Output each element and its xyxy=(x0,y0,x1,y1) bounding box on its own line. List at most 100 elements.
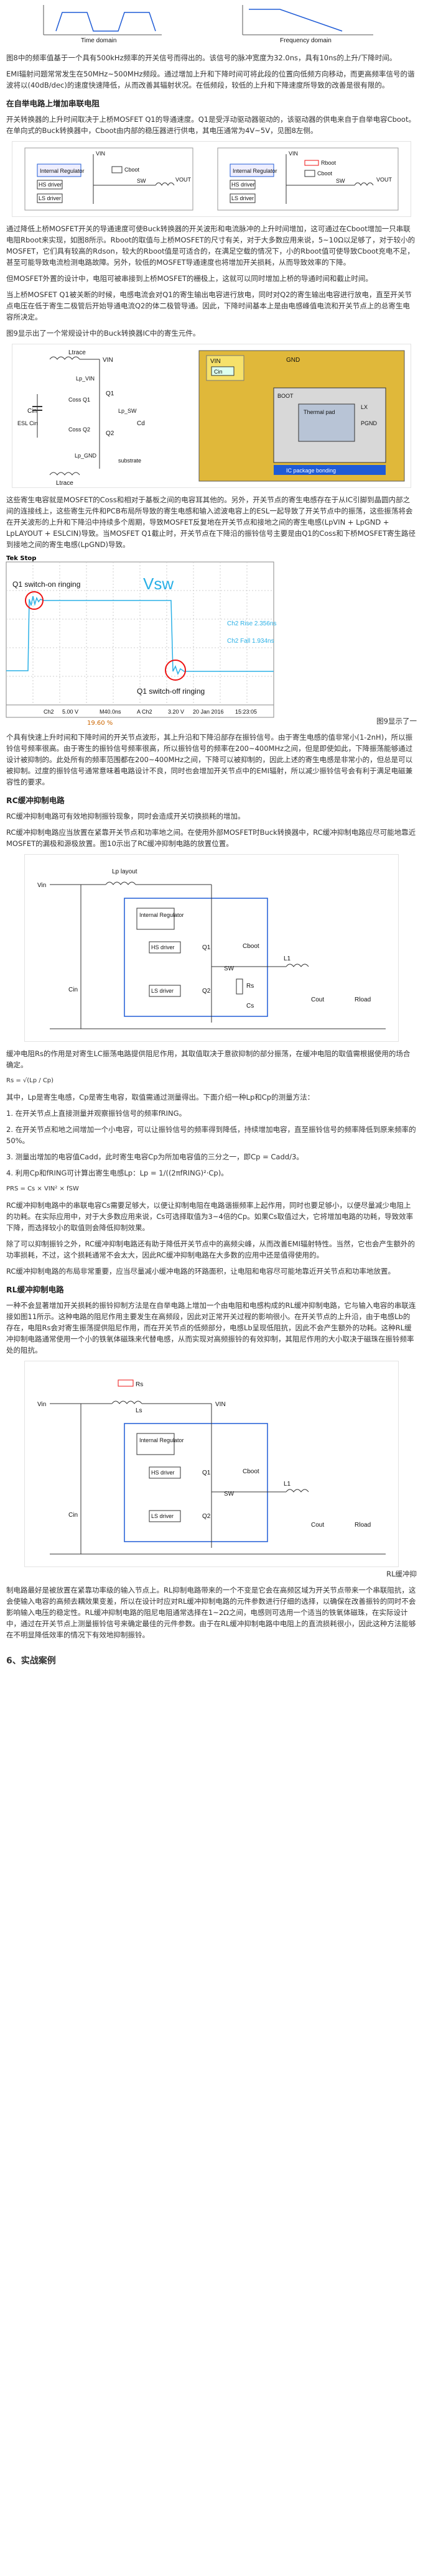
svg-text:Cin: Cin xyxy=(68,1512,78,1519)
svg-text:VIN: VIN xyxy=(215,1401,226,1408)
list-item: 2. 在开关节点和地之间增加一个小电容，可以让振铃信号的频率得到降低，持续增加电… xyxy=(6,1125,416,1145)
paragraph: RC缓冲抑制电路应当放置在紧靠开关节点和功率地之间。在使用外部MOSFET时Bu… xyxy=(6,828,416,848)
paragraph: 这些寄生电容就是MOSFET的Coss和相对于基板之间的电容耳其他的。另外，开关… xyxy=(6,495,416,549)
svg-text:Vin: Vin xyxy=(37,1401,46,1408)
paragraph: 当上桥MOSFET Q1被关断的时候，电感电流会对Q1的寄生输出电容进行放电，同… xyxy=(6,290,412,321)
svg-text:Q1: Q1 xyxy=(202,1470,211,1476)
svg-text:BOOT: BOOT xyxy=(277,393,294,399)
paragraph: 通过降低上桥MOSFET开关的导通速度可使Buck转换器的开关波形和电流脉冲的上… xyxy=(6,224,416,267)
svg-text:Rs: Rs xyxy=(136,1381,143,1388)
svg-text:Internal Regulator: Internal Regulator xyxy=(139,912,184,918)
paragraph: 开关转换器的上升时间取决于上桥MOSFET Q1的导通速度。Q1是受浮动驱动器驱… xyxy=(6,115,416,135)
svg-text:Cout: Cout xyxy=(311,1522,324,1529)
svg-text:Q2: Q2 xyxy=(106,430,114,437)
list-item: 4. 利用Cp和fRING可计算出寄生电感Lp：Lp = 1/((2πfRING… xyxy=(6,1169,228,1177)
paragraph: 除了可以抑制振铃之外，RC缓冲抑制电路还有助于降低开关节点中的高频尖峰，从而改善… xyxy=(6,1240,416,1259)
svg-text:Cboot: Cboot xyxy=(124,167,140,173)
formula-rs: Rs = √(Lp / Cp) xyxy=(6,1077,54,1084)
svg-text:VIN: VIN xyxy=(96,150,105,157)
time-frequency-figure: Time domain Frequency domain xyxy=(43,5,373,44)
svg-text:Cs: Cs xyxy=(246,1003,254,1010)
rise-readout: Ch2 Rise 2.356ns xyxy=(227,620,277,627)
svg-text:Cboot: Cboot xyxy=(243,943,259,950)
paragraph: 一种不会显著增加开关损耗的振铃抑制方法是在自举电路上增加一个由电阻和电感构成的R… xyxy=(6,1301,416,1355)
paragraph: 但MOSFET外置的设计中，电阻可被串接到上桥MOSFET的栅极上，这就可以同时… xyxy=(6,274,373,283)
section-heading: RC缓冲抑制电路 xyxy=(6,796,65,805)
rc-snubber-figure: Vin Lp layout Internal Regulator HS driv… xyxy=(24,854,399,1042)
svg-text:VIN: VIN xyxy=(103,357,113,364)
scope-percent: 19.60 % xyxy=(87,720,113,727)
svg-text:Ls: Ls xyxy=(136,1407,142,1414)
svg-text:Rs: Rs xyxy=(246,983,254,990)
svg-text:Q1: Q1 xyxy=(202,944,211,951)
svg-text:VOUT: VOUT xyxy=(376,177,393,183)
svg-text:HS driver: HS driver xyxy=(39,182,62,188)
svg-text:VIN: VIN xyxy=(210,358,221,365)
svg-text:SW: SW xyxy=(137,178,146,184)
time-domain-label: Time domain xyxy=(81,37,116,44)
rl-snubber-figure: Vin Rs Ls VIN Internal Regulator HS driv… xyxy=(24,1361,399,1567)
svg-text:IC package bonding: IC package bonding xyxy=(286,467,336,474)
svg-text:Internal Regulator: Internal Regulator xyxy=(139,1437,184,1443)
svg-text:PGND: PGND xyxy=(361,420,378,426)
svg-text:SW: SW xyxy=(336,178,345,184)
list-item: 3. 测量出增加的电容值Cadd，此时寄生电容Cp为所加电容值的三分之一，即Cp… xyxy=(6,1152,304,1161)
boot-circuit-left: Internal Regulator HS driver LS driver V… xyxy=(24,147,193,211)
paragraph: RC缓冲抑制电路可有效地抑制振铃现象，同时会造成开关切换损耗的增加。 xyxy=(6,812,245,821)
svg-text:M40.0ns: M40.0ns xyxy=(100,709,121,715)
formula-power: PRS = Cs × VIN² × fSW xyxy=(6,1185,79,1192)
paragraph: 图8中的频率值基于一个具有500kHz频率的开关信号而得出的。该信号的脉冲宽度为… xyxy=(6,53,397,62)
svg-text:3.20 V: 3.20 V xyxy=(168,709,184,715)
svg-text:Rboot: Rboot xyxy=(321,160,337,166)
svg-text:Rload: Rload xyxy=(355,1522,371,1529)
section-title: 6、实战案例 xyxy=(6,1656,56,1666)
section-heading: 在自举电路上增加串联电阻 xyxy=(6,99,100,108)
svg-text:GND: GND xyxy=(286,357,300,364)
svg-text:Vin: Vin xyxy=(37,882,46,889)
switch-on-label: Q1 switch-on ringing xyxy=(12,580,80,589)
svg-text:Q2: Q2 xyxy=(202,1513,211,1520)
section-heading: RL缓冲抑制电路 xyxy=(6,1285,64,1294)
article: Time domain Frequency domain 图8中的频率值基于一个… xyxy=(6,0,417,1667)
scope-figure: Tek Stop Q1 switch-on ringing Vsw Ch2 Ri… xyxy=(6,555,277,727)
svg-text:Coss Q1: Coss Q1 xyxy=(68,397,90,403)
svg-text:VOUT: VOUT xyxy=(175,177,192,183)
svg-text:SW: SW xyxy=(224,1491,235,1497)
svg-text:LS driver: LS driver xyxy=(231,195,254,201)
svg-text:Ltrace: Ltrace xyxy=(68,349,86,356)
svg-text:Lp layout: Lp layout xyxy=(112,868,137,875)
svg-text:Cin: Cin xyxy=(27,408,37,415)
svg-text:HS driver: HS driver xyxy=(151,1470,175,1476)
scope-screen: Q1 switch-on ringing Vsw Ch2 Rise 2.356n… xyxy=(6,561,277,718)
svg-text:20 Jan 2016: 20 Jan 2016 xyxy=(193,709,224,715)
paragraph: 缓冲电阻Rs的作用是对寄生LC振荡电路提供阻尼作用，其取值取决于意欲抑制的部分振… xyxy=(6,1049,411,1069)
paragraph: RL缓冲抑 xyxy=(386,1570,417,1578)
svg-text:HS driver: HS driver xyxy=(151,944,175,950)
svg-text:L1: L1 xyxy=(284,955,291,962)
svg-text:Cin: Cin xyxy=(68,987,78,993)
paragraph: 图9显示出了一个常规设计中的Buck转换器IC中的寄生元件。 xyxy=(6,329,200,338)
vsw-label: Vsw xyxy=(143,574,174,593)
svg-text:Coss Q2: Coss Q2 xyxy=(68,426,90,433)
svg-text:Cd: Cd xyxy=(137,420,145,427)
svg-text:Cboot: Cboot xyxy=(243,1468,259,1475)
svg-text:Cin: Cin xyxy=(214,369,223,375)
svg-text:SW: SW xyxy=(224,965,235,972)
svg-text:ESL Cin: ESL Cin xyxy=(17,420,38,426)
svg-text:Rload: Rload xyxy=(355,996,371,1003)
paragraph: 其中，Lp是寄生电感，Cp是寄生电容，取值需通过测量得出。下面介绍一种Lp和Cp… xyxy=(6,1093,315,1102)
svg-text:Thermal pad: Thermal pad xyxy=(304,409,335,415)
parasitic-figure: Ltrace VIN Lp_VIN Cin ESL Cin Q1 Coss Q1… xyxy=(12,344,411,488)
scope-brand: Tek Stop xyxy=(6,555,37,562)
svg-text:L1: L1 xyxy=(284,1481,291,1488)
boot-circuit-figure: Internal Regulator HS driver LS driver V… xyxy=(12,141,411,217)
svg-text:Ltrace: Ltrace xyxy=(56,480,73,487)
paragraph: RC缓冲抑制电路的布局非常重要，应当尽量减小缓冲电路的环路面积，让电阻和电容尽可… xyxy=(6,1267,395,1276)
list-item: 1. 在开关节点上直接测量并观察振铃信号的频率fRING。 xyxy=(6,1109,187,1118)
svg-text:VIN: VIN xyxy=(289,150,298,157)
svg-text:Lp_SW: Lp_SW xyxy=(118,408,137,414)
svg-text:A Ch2: A Ch2 xyxy=(137,709,152,715)
svg-text:LX: LX xyxy=(361,404,368,410)
svg-text:LS driver: LS driver xyxy=(151,988,174,994)
boot-circuit-right: Internal Regulator HS driver LS driver V… xyxy=(217,147,399,211)
